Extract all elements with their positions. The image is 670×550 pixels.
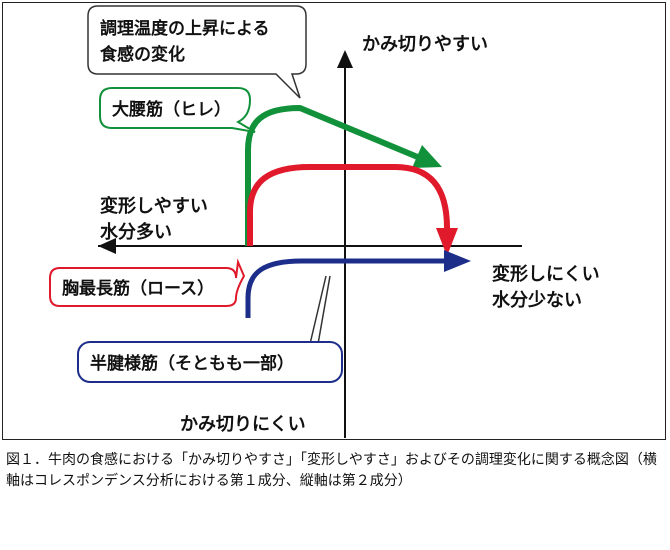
red-label-box [49, 258, 246, 307]
callout-line-2: 食感の変化 [100, 44, 185, 65]
axis-label-left-1: 変形しやすい [100, 195, 208, 217]
green-arrowhead [412, 145, 442, 168]
callout-box [87, 5, 307, 99]
concept-diagram: 調理温度の上昇による 食感の変化 大腰筋（ヒレ） 胸最長筋（ロース） 半腱様筋（… [49, 5, 600, 438]
axis-label-right-2: 水分少ない [492, 289, 582, 311]
blue-label: 半腱様筋（そともも一部） [90, 353, 294, 374]
green-label: 大腰筋（ヒレ） [112, 99, 231, 120]
vertical-axis-arrowhead [337, 50, 353, 68]
blue-curve [245, 258, 445, 318]
horizontal-axis-left-arrowhead [98, 238, 116, 254]
axis-label-top: かみ切りやすい [362, 34, 488, 55]
blue-pointer-2 [317, 275, 331, 345]
blue-arrowhead [444, 250, 471, 272]
axis-label-bottom: かみ切りにくい [180, 414, 306, 435]
red-arrowhead [436, 228, 458, 256]
green-curve [245, 105, 422, 246]
axis-label-left-2: 水分多い [100, 221, 172, 243]
callout-line-1: 調理温度の上昇による [100, 18, 270, 39]
green-label-box [99, 87, 256, 133]
blue-label-box [77, 341, 343, 383]
red-label: 胸最長筋（ロース） [62, 278, 214, 299]
red-curve [247, 164, 450, 246]
axis-label-right-1: 変形しにくい [492, 263, 600, 285]
blue-pointer [309, 275, 327, 345]
figure-caption: 図１．牛肉の食感における「かみ切りやすさ」「変形しやすさ」およびその調理変化に関… [6, 452, 657, 489]
